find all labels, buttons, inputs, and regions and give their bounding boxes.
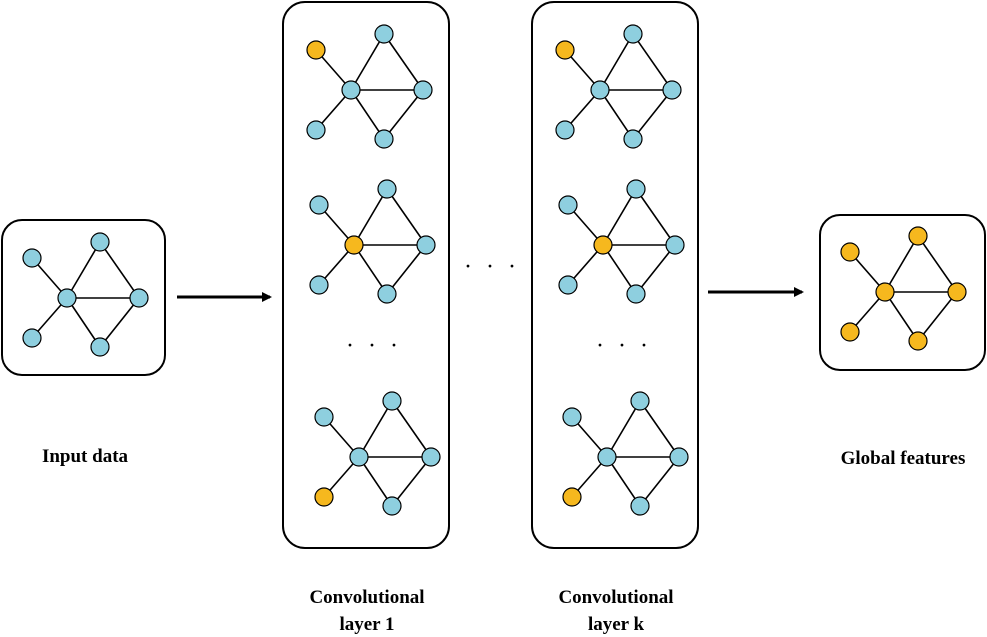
conv1-graph-1-node-top <box>374 24 394 44</box>
conv1-graph-2-node-right <box>416 235 436 255</box>
convk-graph-1-node-right <box>662 80 682 100</box>
conv1-graph-1-edge-top-right <box>383 33 424 91</box>
global-graph-edge-top-right <box>917 235 958 293</box>
input-graph-node-bottom <box>90 337 110 357</box>
input-graph-edge-right-bottom <box>99 297 140 348</box>
label-global-features: Global features <box>841 448 966 469</box>
input-graph-node-center <box>57 288 77 308</box>
label-convk-line2: layer k <box>588 614 645 635</box>
convk-graph-3-node-center <box>597 447 617 467</box>
input-graph-node-bottom-left <box>22 328 42 348</box>
global-graph-node-bottom-left <box>840 322 860 342</box>
conv1-graph-1-node-bottom-left <box>306 120 326 140</box>
conv1-graph-3-node-bottom <box>382 496 402 516</box>
convk-graph-1-node-bottom <box>623 129 643 149</box>
conv1-graph-1-node-bottom <box>374 129 394 149</box>
conv1-graph-1-node-right <box>413 80 433 100</box>
convk-graph-2-edge-center-bottom <box>602 244 637 295</box>
input-graph-edge-top-right <box>99 241 140 299</box>
conv1-graph-3-edge-right-bottom <box>391 456 432 507</box>
label-conv1-line2: layer 1 <box>339 614 394 635</box>
convk-graph-2-node-top <box>626 179 646 199</box>
convk-graph-1-edge-top-right <box>632 33 673 91</box>
convk-graph-2 <box>558 179 685 304</box>
convk-graph-1-node-top-left <box>555 40 575 60</box>
global-graph-edge-center-top <box>884 235 919 293</box>
ellipsis-convk: · · · <box>596 333 652 359</box>
conv1-graph-1 <box>306 24 433 149</box>
conv1-graph-2-node-bottom-left <box>309 275 329 295</box>
conv1-graph-2-node-bottom <box>377 284 397 304</box>
conv1-graph-3-node-bottom-left <box>314 487 334 507</box>
label-convk-line1: Convolutional <box>558 587 673 608</box>
convk-graph-3-node-right <box>669 447 689 467</box>
conv1-graph-3-edge-center-bottom <box>358 456 393 507</box>
conv1-graph-2-node-top <box>377 179 397 199</box>
convk-graph-1-edge-center-bottom <box>599 89 634 140</box>
conv1-graph-2-edge-right-bottom <box>386 244 427 295</box>
conv1-graph-3-node-right <box>421 447 441 467</box>
conv1-graph-2-edge-center-bottom <box>353 244 388 295</box>
conv1-graph-1-edge-center-top <box>350 33 385 91</box>
conv1-graph-1-node-top-left <box>306 40 326 60</box>
input-graph-edge-center-top <box>66 241 101 299</box>
conv1-graph-2-node-top-left <box>309 195 329 215</box>
input-graph-edge-center-bottom <box>66 297 101 348</box>
ellipsis-between-layers: · · · <box>464 254 520 280</box>
global-graph-edge-center-bottom <box>884 291 919 342</box>
conv1-graph-1-edge-center-bottom <box>350 89 385 140</box>
convk-graph-1-edge-center-top <box>599 33 634 91</box>
conv1-graph-3-node-center <box>349 447 369 467</box>
convk-graph-3-node-bottom <box>630 496 650 516</box>
convk-graph-2-edge-top-right <box>635 188 676 246</box>
global-graph-node-center <box>875 282 895 302</box>
convk-graph-3-node-top <box>630 391 650 411</box>
convk-graph-3-edge-center-top <box>606 400 641 458</box>
global-graph-node-top <box>908 226 928 246</box>
label-conv1-line1: Convolutional <box>309 587 424 608</box>
convk-graph-2-edge-right-bottom <box>635 244 676 295</box>
convk-graph-2-node-bottom <box>626 284 646 304</box>
global-graph-node-right <box>947 282 967 302</box>
global-graph-edge-right-bottom <box>917 291 958 342</box>
conv1-graph-2-node-center <box>344 235 364 255</box>
global-graph-node-bottom <box>908 331 928 351</box>
conv1-graph-3-node-top-left <box>314 407 334 427</box>
convk-graph-1-node-center <box>590 80 610 100</box>
conv1-graph-3-node-top <box>382 391 402 411</box>
convk-graph-3-edge-top-right <box>639 400 680 458</box>
convk-graph-3-node-bottom-left <box>562 487 582 507</box>
conv1-graph-2 <box>309 179 436 304</box>
input-graph-node-top <box>90 232 110 252</box>
convk-graph-2-node-bottom-left <box>558 275 578 295</box>
convk-graph-3-edge-center-bottom <box>606 456 641 507</box>
convk-graph-1-node-bottom-left <box>555 120 575 140</box>
convk-graph-2-node-center <box>593 235 613 255</box>
conv1-graph-3-edge-center-top <box>358 400 393 458</box>
convk-graph-1 <box>555 24 682 149</box>
global-graph-node-top-left <box>840 242 860 262</box>
convk-graph-2-node-top-left <box>558 195 578 215</box>
input-graph-node-top-left <box>22 248 42 268</box>
conv1-graph-1-node-center <box>341 80 361 100</box>
convk-graph-2-edge-center-top <box>602 188 637 246</box>
convk-graph-1-edge-right-bottom <box>632 89 673 140</box>
input-graph <box>22 232 149 357</box>
convk-graph-3-node-top-left <box>562 407 582 427</box>
convk-graph-3-edge-right-bottom <box>639 456 680 507</box>
convk-graph-2-node-right <box>665 235 685 255</box>
ellipsis-conv1: · · · <box>346 333 402 359</box>
conv1-graph-3-edge-top-right <box>391 400 432 458</box>
convk-graph-3 <box>562 391 689 516</box>
conv1-graph-2-edge-center-top <box>353 188 388 246</box>
global-graph <box>840 226 967 351</box>
conv1-graph-1-edge-right-bottom <box>383 89 424 140</box>
input-graph-node-right <box>129 288 149 308</box>
label-input-data: Input data <box>42 446 129 467</box>
convk-graph-1-node-top <box>623 24 643 44</box>
conv1-graph-2-edge-top-right <box>386 188 427 246</box>
conv1-graph-3 <box>314 391 441 516</box>
